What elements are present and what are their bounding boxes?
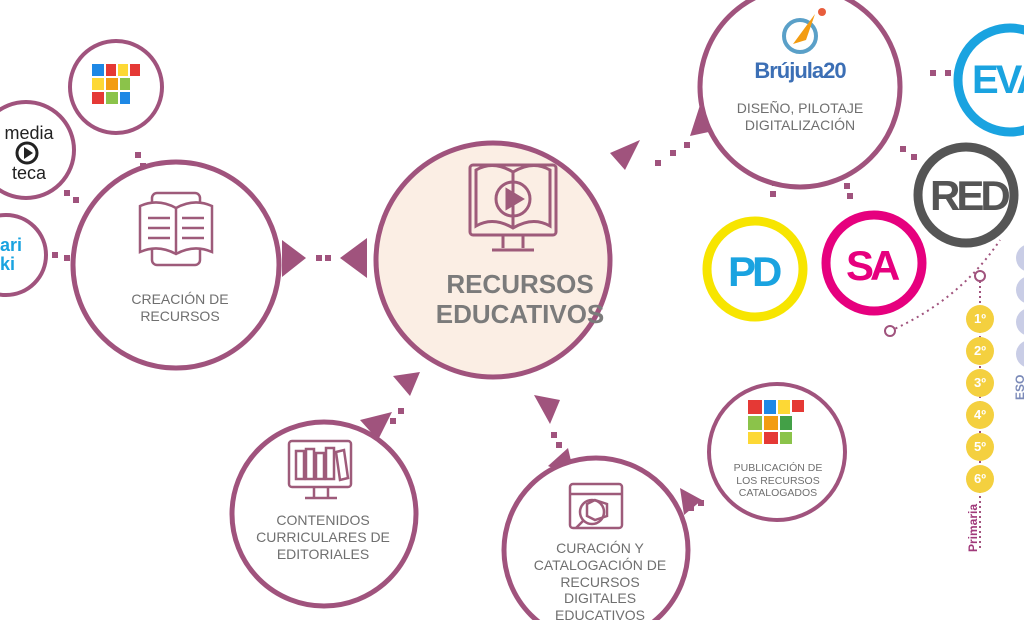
main-label-line: EDUCATIVOS: [435, 298, 605, 329]
wiki-line: ari: [0, 235, 23, 255]
mediateca-line: teca: [11, 162, 47, 183]
mediateca-spacer: [0, 144, 58, 164]
contenidos-node-label[interactable]: CONTENIDOS CURRICULARES DE EDITORIALES: [248, 512, 398, 562]
brujula-label-line: DIGITALIZACIÓN: [744, 116, 856, 133]
pd-satellite-circle: [702, 216, 808, 322]
aedu-logo-icon: [748, 400, 804, 444]
magnifier-box-icon: [568, 482, 624, 530]
main-node-label[interactable]: RECURSOS EDUCATIVOS: [420, 269, 620, 330]
eva-label[interactable]: EVA: [972, 58, 1024, 102]
brujula-node-label[interactable]: DISEÑO, PILOTAJE DIGITALIZACIÓN: [710, 100, 890, 134]
curacion-label-line: DIGITALES: [563, 590, 637, 607]
sa-label[interactable]: SA: [846, 242, 900, 289]
curacion-node-label[interactable]: CURACIÓN Y CATALOGACIÓN DE RECURSOS DIGI…: [515, 540, 685, 624]
brujula-node-circle: [697, 0, 903, 190]
mediateca-line: media: [4, 123, 54, 143]
dotted-arc: [889, 239, 1001, 332]
publicacion-label-line: PUBLICACIÓN DE: [733, 462, 823, 474]
curacion-label-line: CATALOGACIÓN DE: [533, 556, 667, 573]
eso-grade-circles: [1016, 245, 1024, 367]
contenidos-label-line: EDITORIALES: [276, 545, 370, 562]
curacion-label-line: RECURSOS: [560, 573, 640, 590]
sa-satellite-circle: [821, 210, 927, 316]
main-node-circle: [373, 140, 613, 380]
curacion-label-line: CURACIÓN Y: [556, 540, 644, 556]
books-monitor-icon: [287, 439, 353, 500]
brujula-logo: Brújula20: [740, 58, 860, 84]
grade-item[interactable]: 3º: [966, 369, 994, 397]
grade-item[interactable]: 5º: [966, 433, 994, 461]
eso-label: ESO: [1013, 374, 1024, 400]
brujula-logo-text: Brújula20: [754, 58, 846, 83]
brujula-label-line: DISEÑO, PILOTAJE: [736, 100, 864, 116]
publicacion-label-line: CATALOGADOS: [738, 487, 818, 500]
grade-item[interactable]: 4º: [966, 401, 994, 429]
wiki-label[interactable]: ari ki: [0, 236, 26, 274]
main-label-line: RECURSOS: [446, 269, 594, 299]
contenidos-label-line: CURRICULARES DE: [256, 528, 390, 545]
publicacion-node-circle: [707, 382, 847, 522]
tablet-book-icon: [138, 191, 214, 267]
eva-satellite-circle: [953, 23, 1024, 137]
contenidos-node-circle: [229, 419, 419, 609]
curacion-node-circle: [501, 455, 691, 620]
mediateca-label[interactable]: media teca: [0, 123, 58, 184]
contenidos-label-line: CONTENIDOS: [276, 512, 370, 528]
creacion-node-label[interactable]: CREACIÓN DE RECURSOS: [100, 291, 260, 325]
wiki-satellite-circle: [0, 213, 48, 297]
grade-item[interactable]: 6º: [966, 465, 994, 493]
red-label[interactable]: RED: [930, 172, 1011, 219]
publicacion-node-label[interactable]: PUBLICACIÓN DE LOS RECURSOS CATALOGADOS: [722, 462, 834, 500]
primaria-label: Primaria: [966, 503, 980, 552]
creacion-label-line: CREACIÓN DE: [131, 291, 229, 307]
creacion-label-line: RECURSOS: [140, 307, 220, 324]
aedu-small-logo-icon: [92, 64, 140, 104]
play-circle-icon: [15, 141, 39, 165]
curacion-label-line: EDUCATIVOS: [555, 607, 645, 624]
compass-icon: [782, 8, 826, 54]
wiki-line: ki: [0, 253, 16, 274]
red-satellite-circle: [913, 142, 1019, 248]
grade-item[interactable]: 1º: [966, 305, 994, 333]
grade-item[interactable]: 2º: [966, 337, 994, 365]
pd-label[interactable]: PD: [728, 248, 782, 295]
book-play-icon: [468, 163, 558, 252]
publicacion-label-line: LOS RECURSOS: [736, 474, 820, 487]
